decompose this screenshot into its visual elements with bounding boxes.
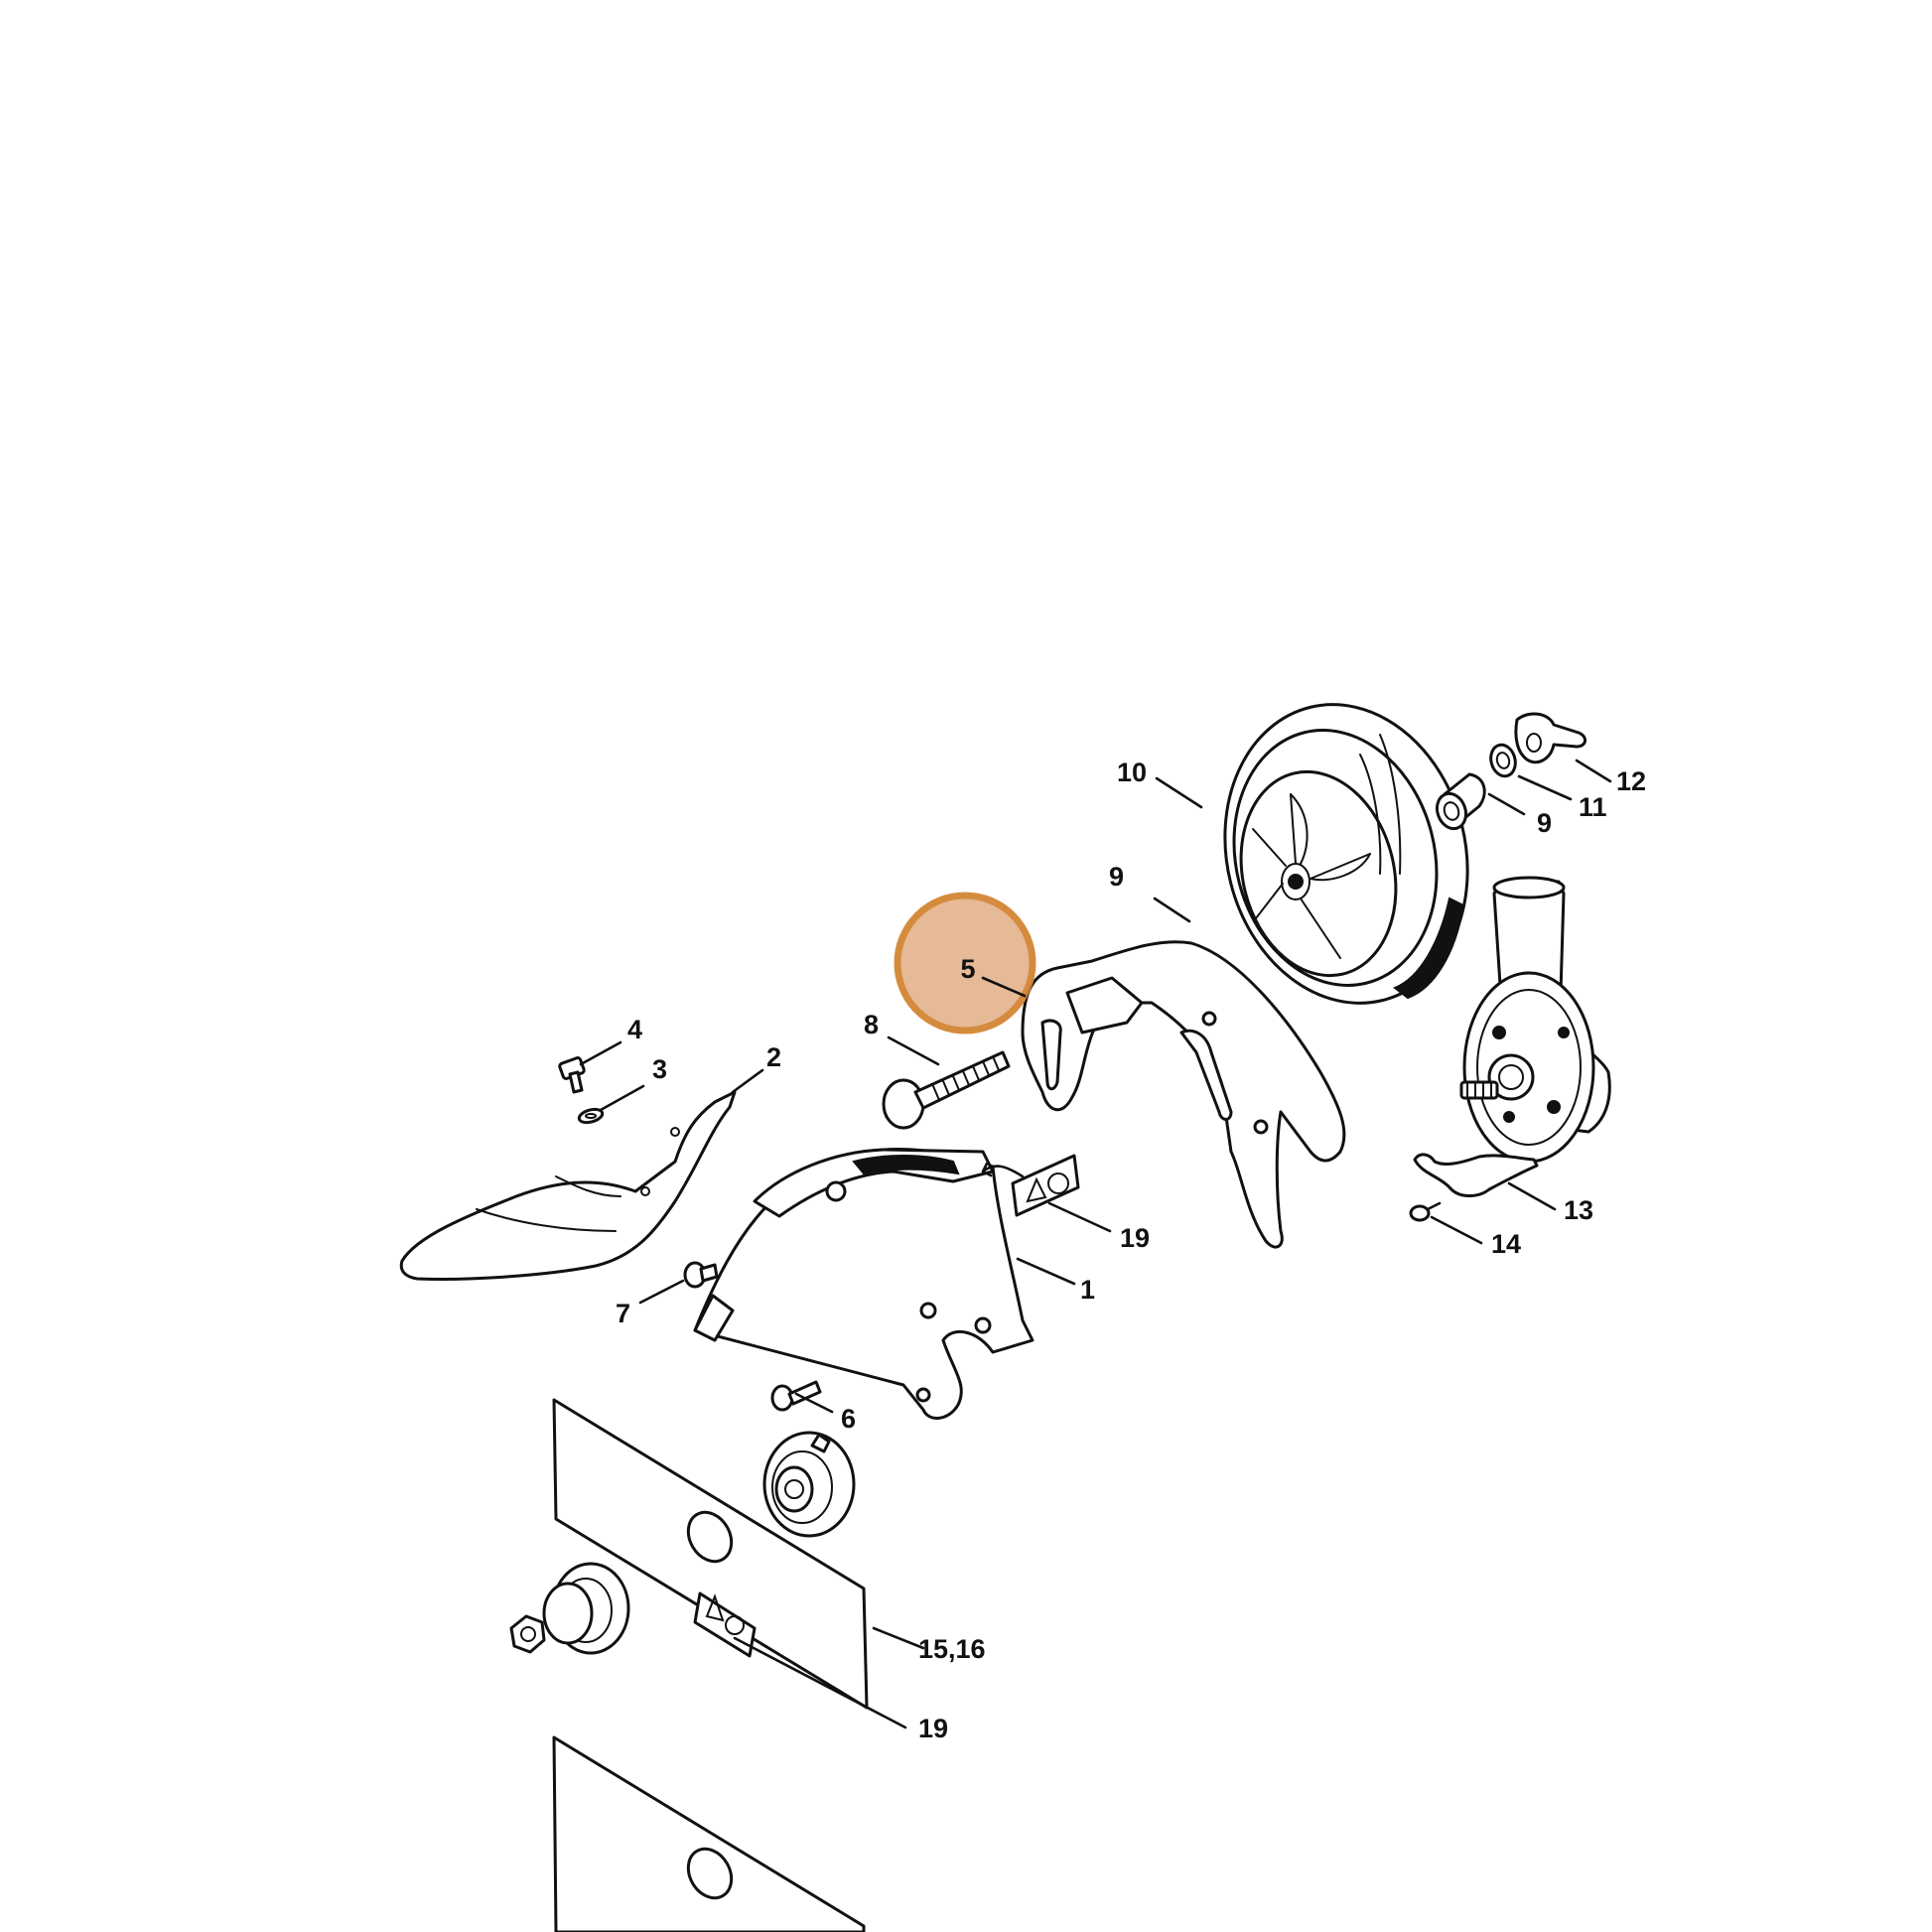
collar-part[interactable]: [542, 1562, 630, 1655]
part-labels: 10 9 11 12 9 8 4 3 2 19 1 7 6 13 14 15,1…: [616, 758, 1646, 1743]
label-19-lower: 19: [918, 1714, 948, 1743]
label-9-upper: 9: [1537, 808, 1552, 838]
label-8: 8: [864, 1010, 879, 1039]
label-10: 10: [1117, 758, 1147, 787]
label-1: 1: [1080, 1275, 1095, 1305]
label-2: 2: [766, 1042, 781, 1072]
wing-nut-part[interactable]: [1514, 712, 1587, 764]
washer-3-part[interactable]: [577, 1107, 605, 1125]
nut-part[interactable]: [509, 1614, 546, 1654]
bushing-upper-part[interactable]: [1433, 772, 1486, 833]
washer-part[interactable]: [1487, 742, 1518, 778]
label-14: 14: [1491, 1229, 1521, 1259]
label-4: 4: [627, 1015, 642, 1044]
deflector-part[interactable]: [399, 1090, 737, 1281]
label-3: 3: [652, 1054, 667, 1084]
screw-14-part[interactable]: [1409, 1201, 1442, 1222]
bolt-8-part[interactable]: [882, 1050, 1011, 1130]
screw-7-part[interactable]: [683, 1261, 719, 1289]
guard-part[interactable]: [693, 1148, 1035, 1420]
wheel-part[interactable]: [1194, 678, 1498, 1029]
label-15-16: 15,16: [918, 1634, 986, 1664]
label-12: 12: [1616, 766, 1646, 796]
bracket-small-part[interactable]: [1413, 1153, 1539, 1197]
thrust-flange-part[interactable]: [762, 1431, 856, 1538]
warning-decal-upper[interactable]: [981, 1154, 1080, 1217]
label-6: 6: [841, 1404, 856, 1434]
label-5: 5: [960, 954, 975, 984]
label-7: 7: [616, 1299, 630, 1328]
screw-6-part[interactable]: [770, 1380, 822, 1412]
highlight-callout-5[interactable]: 5: [894, 892, 1036, 1035]
gear-head-part[interactable]: [1459, 876, 1611, 1164]
label-11: 11: [1579, 792, 1607, 822]
wheel-arm-part[interactable]: [1021, 940, 1346, 1249]
label-9-lower: 9: [1109, 862, 1124, 892]
blade-lower-part[interactable]: [552, 1735, 866, 1932]
label-13: 13: [1564, 1195, 1593, 1225]
screw-4-part[interactable]: [558, 1056, 586, 1094]
label-19-upper: 19: [1120, 1223, 1150, 1253]
leader-lines: [579, 759, 1612, 1729]
